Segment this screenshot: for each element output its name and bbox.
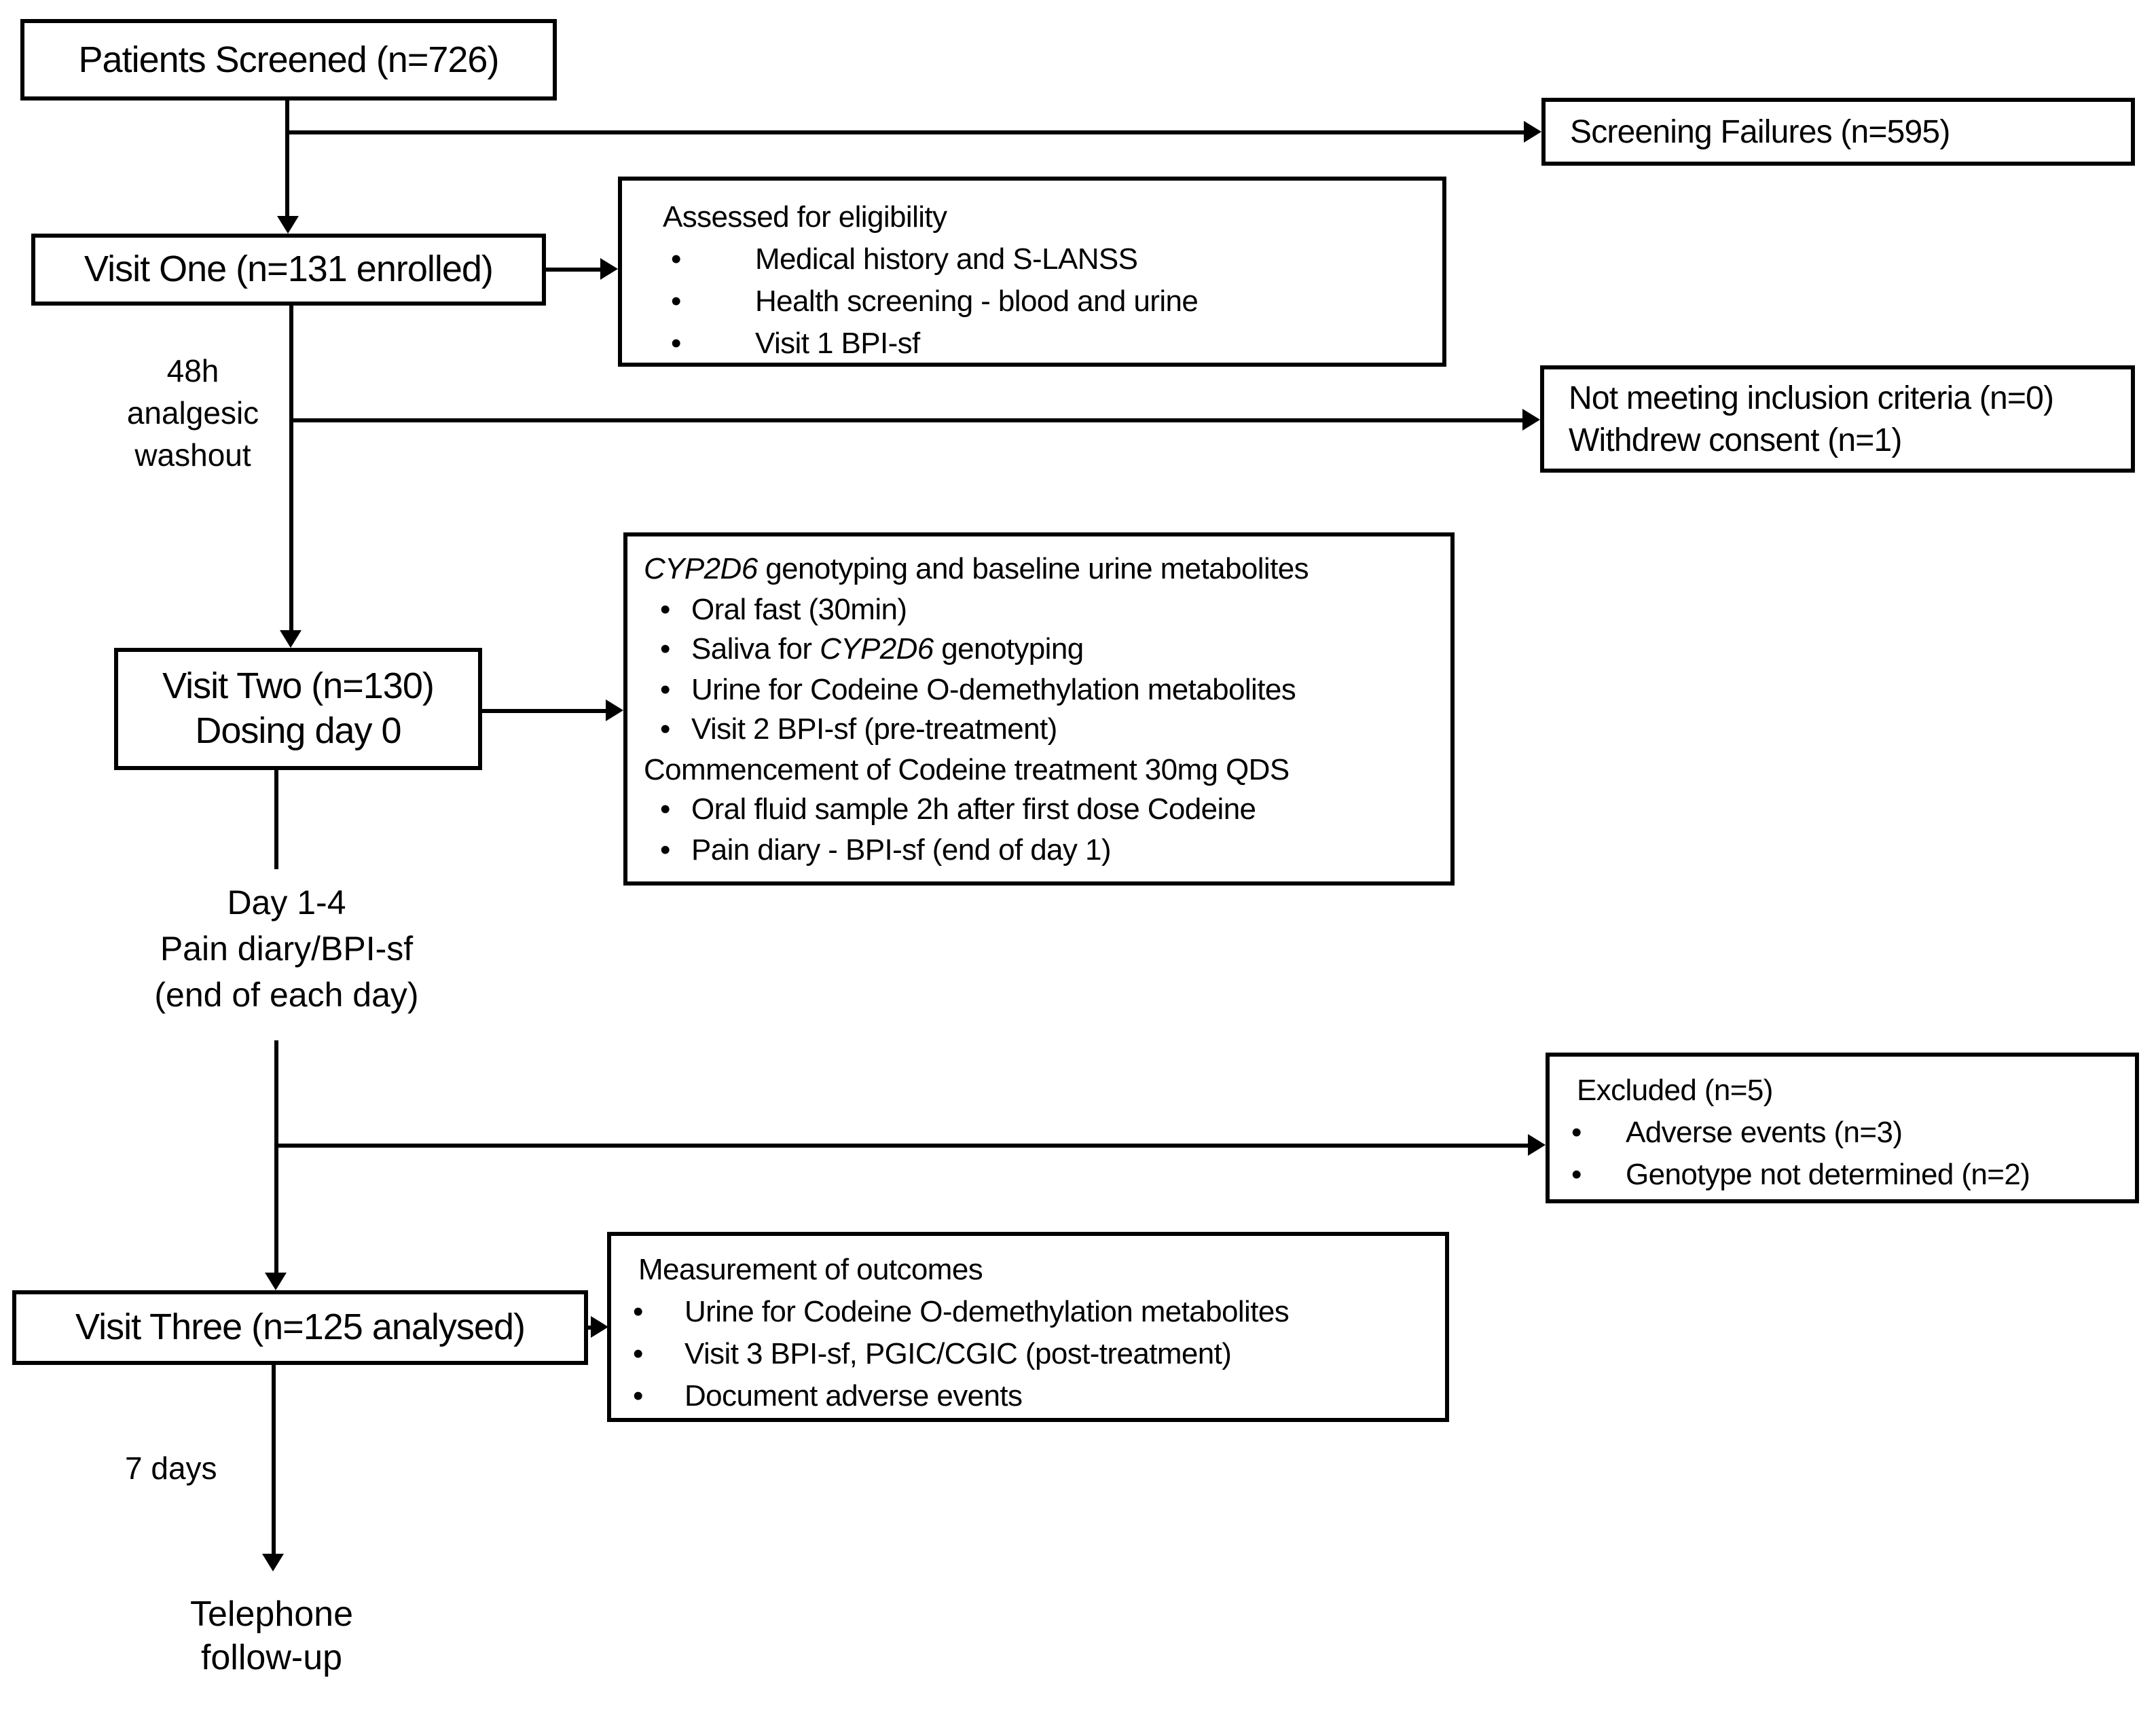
measurement-bullet-2-text: Visit 3 BPI-sf, PGIC/CGIC (post-treatmen… [684,1336,1232,1370]
cyp-title-italic: CYP2D6 [644,551,758,585]
visit-two-box: Visit Two (n=130) Dosing day 0 [114,648,482,770]
connector-to-not-meeting [289,418,1525,422]
excluded-box: Excluded (n=5) • Adverse events (n=3) • … [1546,1053,2139,1203]
bullet-icon: • [671,242,681,276]
arrow-right-cyp-icon [606,699,623,721]
cyp-bullet-4: • Visit 2 BPI-sf (pre-treatment) [638,709,1440,749]
measurement-bullet-3: • Document adverse events [622,1374,1434,1417]
measurement-bullet-2: • Visit 3 BPI-sf, PGIC/CGIC (post-treatm… [622,1332,1434,1374]
day-1-4-line-1: Day 1-4 [227,884,346,922]
excluded-bullet-1-text: Adverse events (n=3) [1626,1115,1903,1149]
connector-patients-to-visit-one [285,101,289,217]
cyp-bullet-2: • Saliva for CYP2D6 genotyping [638,629,1440,669]
measurement-bullet-1: • Urine for Codeine O-demethylation meta… [622,1290,1434,1332]
day-1-4-line-2: Pain diary/BPI-sf [160,930,414,968]
not-meeting-line-2: Withdrew consent (n=1) [1569,422,1902,458]
cyp-bullet-6-text: Pain diary - BPI-sf (end of day 1) [691,832,1112,866]
excluded-bullet-2: • Genotype not determined (n=2) [1560,1153,2124,1195]
cyp-title-rest: genotyping and baseline urine metabolite… [757,551,1309,585]
bullet-icon: • [633,1379,643,1412]
washout-label: 48h analgesic washout [84,350,302,477]
assessed-bullet-3: • Visit 1 BPI-sf [633,322,1431,364]
connector-visit-two-to-cyp [482,709,608,713]
excluded-title: Excluded (n=5) [1577,1073,1773,1107]
cyp-bullet-4-text: Visit 2 BPI-sf (pre-treatment) [691,712,1057,746]
cyp-bullet-1-text: Oral fast (30min) [691,591,907,625]
washout-line-1: 48h [166,353,219,388]
bullet-icon: • [671,284,681,318]
excluded-bullet-2-text: Genotype not determined (n=2) [1626,1157,2030,1191]
visit-three-box: Visit Three (n=125 analysed) [12,1290,588,1365]
visit-two-line-2: Dosing day 0 [195,710,401,751]
assessed-bullet-2: • Health screening - blood and urine [633,280,1431,322]
arrow-right-excluded-icon [1528,1134,1546,1156]
cyp-bullet-6: • Pain diary - BPI-sf (end of day 1) [638,829,1440,869]
patients-screened-box: Patients Screened (n=726) [20,19,557,101]
not-meeting-criteria-box: Not meeting inclusion criteria (n=0) Wit… [1540,365,2135,473]
arrow-down-visit-three-icon [265,1273,287,1290]
cyp-title: CYP2D6 genotyping and baseline urine met… [638,549,1440,589]
cyp-bullet-5-text: Oral fluid sample 2h after first dose Co… [691,792,1256,826]
bullet-icon: • [1571,1115,1582,1149]
cyp-bullet-3-text: Urine for Codeine O-demethylation metabo… [691,672,1296,706]
patients-screened-label: Patients Screened (n=726) [78,39,500,79]
assessed-bullet-3-text: Visit 1 BPI-sf [755,326,920,360]
bullet-icon: • [633,1294,643,1328]
measurement-title: Measurement of outcomes [638,1252,983,1286]
cyp-bullet-3: • Urine for Codeine O-demethylation meta… [638,669,1440,709]
connector-to-screening-failures [285,130,1527,134]
screening-failures-box: Screening Failures (n=595) [1541,98,2135,166]
arrow-down-telephone-icon [262,1554,284,1571]
telephone-line-1: Telephone [190,1593,353,1634]
washout-line-2: analgesic [126,395,259,431]
arrow-right-assessed-icon [600,258,618,280]
assessed-title: Assessed for eligibility [663,200,947,234]
telephone-line-2: follow-up [200,1637,343,1677]
day-1-4-line-3: (end of each day) [154,977,419,1015]
bullet-icon: • [660,672,670,706]
cyp2d6-genotyping-box: CYP2D6 genotyping and baseline urine met… [623,532,1455,886]
assessed-bullet-1: • Medical history and S-LANSS [633,238,1431,280]
washout-line-3: washout [134,437,251,473]
bullet-icon: • [660,712,670,746]
assessed-bullet-2-text: Health screening - blood and urine [755,284,1199,318]
bullet-icon: • [660,632,670,665]
screening-failures-label: Screening Failures (n=595) [1570,113,1950,150]
bullet-icon: • [671,326,681,360]
connector-to-excluded [274,1144,1529,1148]
bullet-icon: • [1571,1157,1582,1191]
arrow-down-visit-two-icon [280,630,302,648]
assessed-bullet-1-text: Medical history and S-LANSS [755,242,1138,276]
arrow-right-screening-failures-icon [1524,121,1541,143]
arrow-right-not-meeting-icon [1522,409,1540,431]
cyp-bullet-2-text: Saliva for CYP2D6 genotyping [691,632,1084,665]
visit-one-label: Visit One (n=131 enrolled) [84,249,494,289]
arrow-right-measurement-icon [591,1316,608,1338]
measurement-bullet-1-text: Urine for Codeine O-demethylation metabo… [684,1294,1290,1328]
day-1-4-label: Day 1-4 Pain diary/BPI-sf (end of each d… [117,880,456,1019]
connector-to-visit-three [274,1040,278,1274]
connector-visit-two-down [274,770,278,869]
arrow-down-visit-one-icon [277,216,299,234]
visit-one-box: Visit One (n=131 enrolled) [31,234,546,306]
cyp-bullet-1: • Oral fast (30min) [638,589,1440,629]
visit-three-label: Visit Three (n=125 analysed) [75,1307,526,1347]
seven-days-label: 7 days [125,1451,217,1486]
bullet-icon: • [660,832,670,866]
assessed-eligibility-box: Assessed for eligibility • Medical histo… [618,177,1446,367]
bullet-icon: • [633,1336,643,1370]
connector-visit-one-to-visit-two [289,306,293,633]
telephone-follow-up-label: Telephone follow-up [129,1592,414,1679]
measurement-outcomes-box: Measurement of outcomes • Urine for Code… [607,1232,1449,1422]
cyp-bullet-5: • Oral fluid sample 2h after first dose … [638,789,1440,829]
connector-visit-one-to-assessed [546,268,603,272]
visit-two-line-1: Visit Two (n=130) [162,665,435,706]
measurement-bullet-3-text: Document adverse events [684,1379,1023,1412]
connector-to-telephone [272,1365,276,1555]
bullet-icon: • [660,591,670,625]
cyp-commencement-line: Commencement of Codeine treatment 30mg Q… [644,752,1290,786]
excluded-bullet-1: • Adverse events (n=3) [1560,1111,2124,1153]
not-meeting-line-1: Not meeting inclusion criteria (n=0) [1569,380,2054,416]
bullet-icon: • [660,792,670,826]
